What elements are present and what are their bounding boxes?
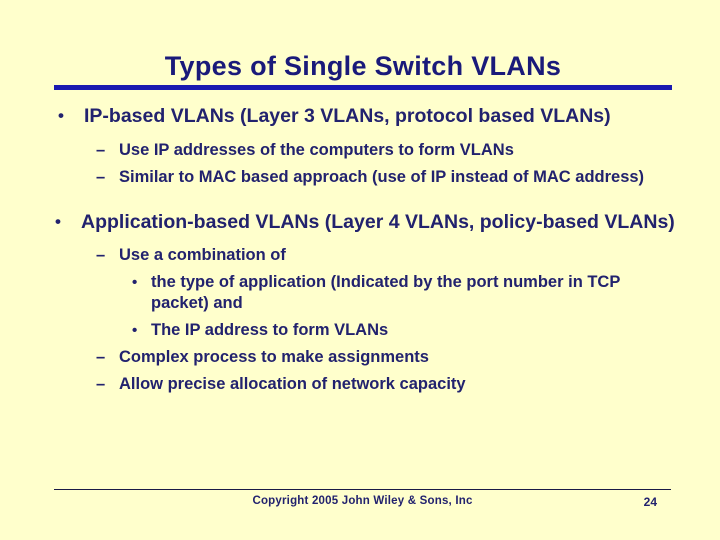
title-block: Types of Single Switch VLANs (54, 50, 672, 90)
bullet-text: Application-based VLANs (Layer 4 VLANs, … (81, 210, 675, 233)
bullet-item-application-based-vlans: • Application-based VLANs (Layer 4 VLANs… (0, 210, 720, 235)
bullet-text: The IP address to form VLANs (151, 321, 389, 339)
page-title: Types of Single Switch VLANs (164, 51, 562, 81)
footer-divider (54, 489, 671, 490)
dash-marker-icon: – (96, 140, 106, 159)
bullet-item-ip-address-to-form-vlans: • The IP address to form VLANs (0, 320, 720, 341)
dash-marker-icon: – (96, 348, 106, 366)
bullet-item-ip-based-vlans: • IP-based VLANs (Layer 3 VLANs, protoco… (0, 104, 720, 129)
slide-footer: Copyright 2005 John Wiley & Sons, Inc 24 (54, 489, 671, 517)
bullet-item-similar-to-mac: – Similar to MAC based approach (use of … (0, 167, 720, 188)
bullet-text: Allow precise allocation of network capa… (119, 375, 466, 393)
bullet-text: the type of application (Indicated by th… (151, 273, 621, 312)
bullet-text: Use a combination of (119, 246, 286, 264)
slide-body: • IP-based VLANs (Layer 3 VLANs, protoco… (0, 104, 720, 395)
bullet-text: Similar to MAC based approach (use of IP… (119, 167, 645, 186)
bullet-marker-icon: • (132, 274, 138, 291)
bullet-marker-icon: • (55, 211, 61, 231)
dash-marker-icon: – (96, 246, 106, 264)
bullet-item-use-a-combination: – Use a combination of (0, 245, 720, 266)
bullet-marker-icon: • (132, 322, 138, 339)
bullet-item-complex-process: – Complex process to make assignments (0, 347, 720, 368)
dash-marker-icon: – (96, 375, 106, 393)
bullet-text: IP-based VLANs (Layer 3 VLANs, protocol … (84, 105, 611, 127)
title-divider (54, 85, 672, 90)
copyright-text: Copyright 2005 John Wiley & Sons, Inc (252, 495, 473, 507)
bullet-item-allow-precise-allocation: – Allow precise allocation of network ca… (0, 374, 720, 395)
page-number: 24 (643, 495, 657, 509)
footer-content: Copyright 2005 John Wiley & Sons, Inc 24 (54, 495, 671, 517)
bullet-marker-icon: • (58, 106, 64, 125)
dash-marker-icon: – (96, 167, 106, 186)
bullet-text: Use IP addresses of the computers to for… (119, 140, 514, 159)
bullet-item-use-ip-addresses: – Use IP addresses of the computers to f… (0, 140, 720, 161)
bullet-item-type-of-application: • the type of application (Indicated by … (0, 272, 720, 314)
bullet-text: Complex process to make assignments (119, 348, 429, 366)
